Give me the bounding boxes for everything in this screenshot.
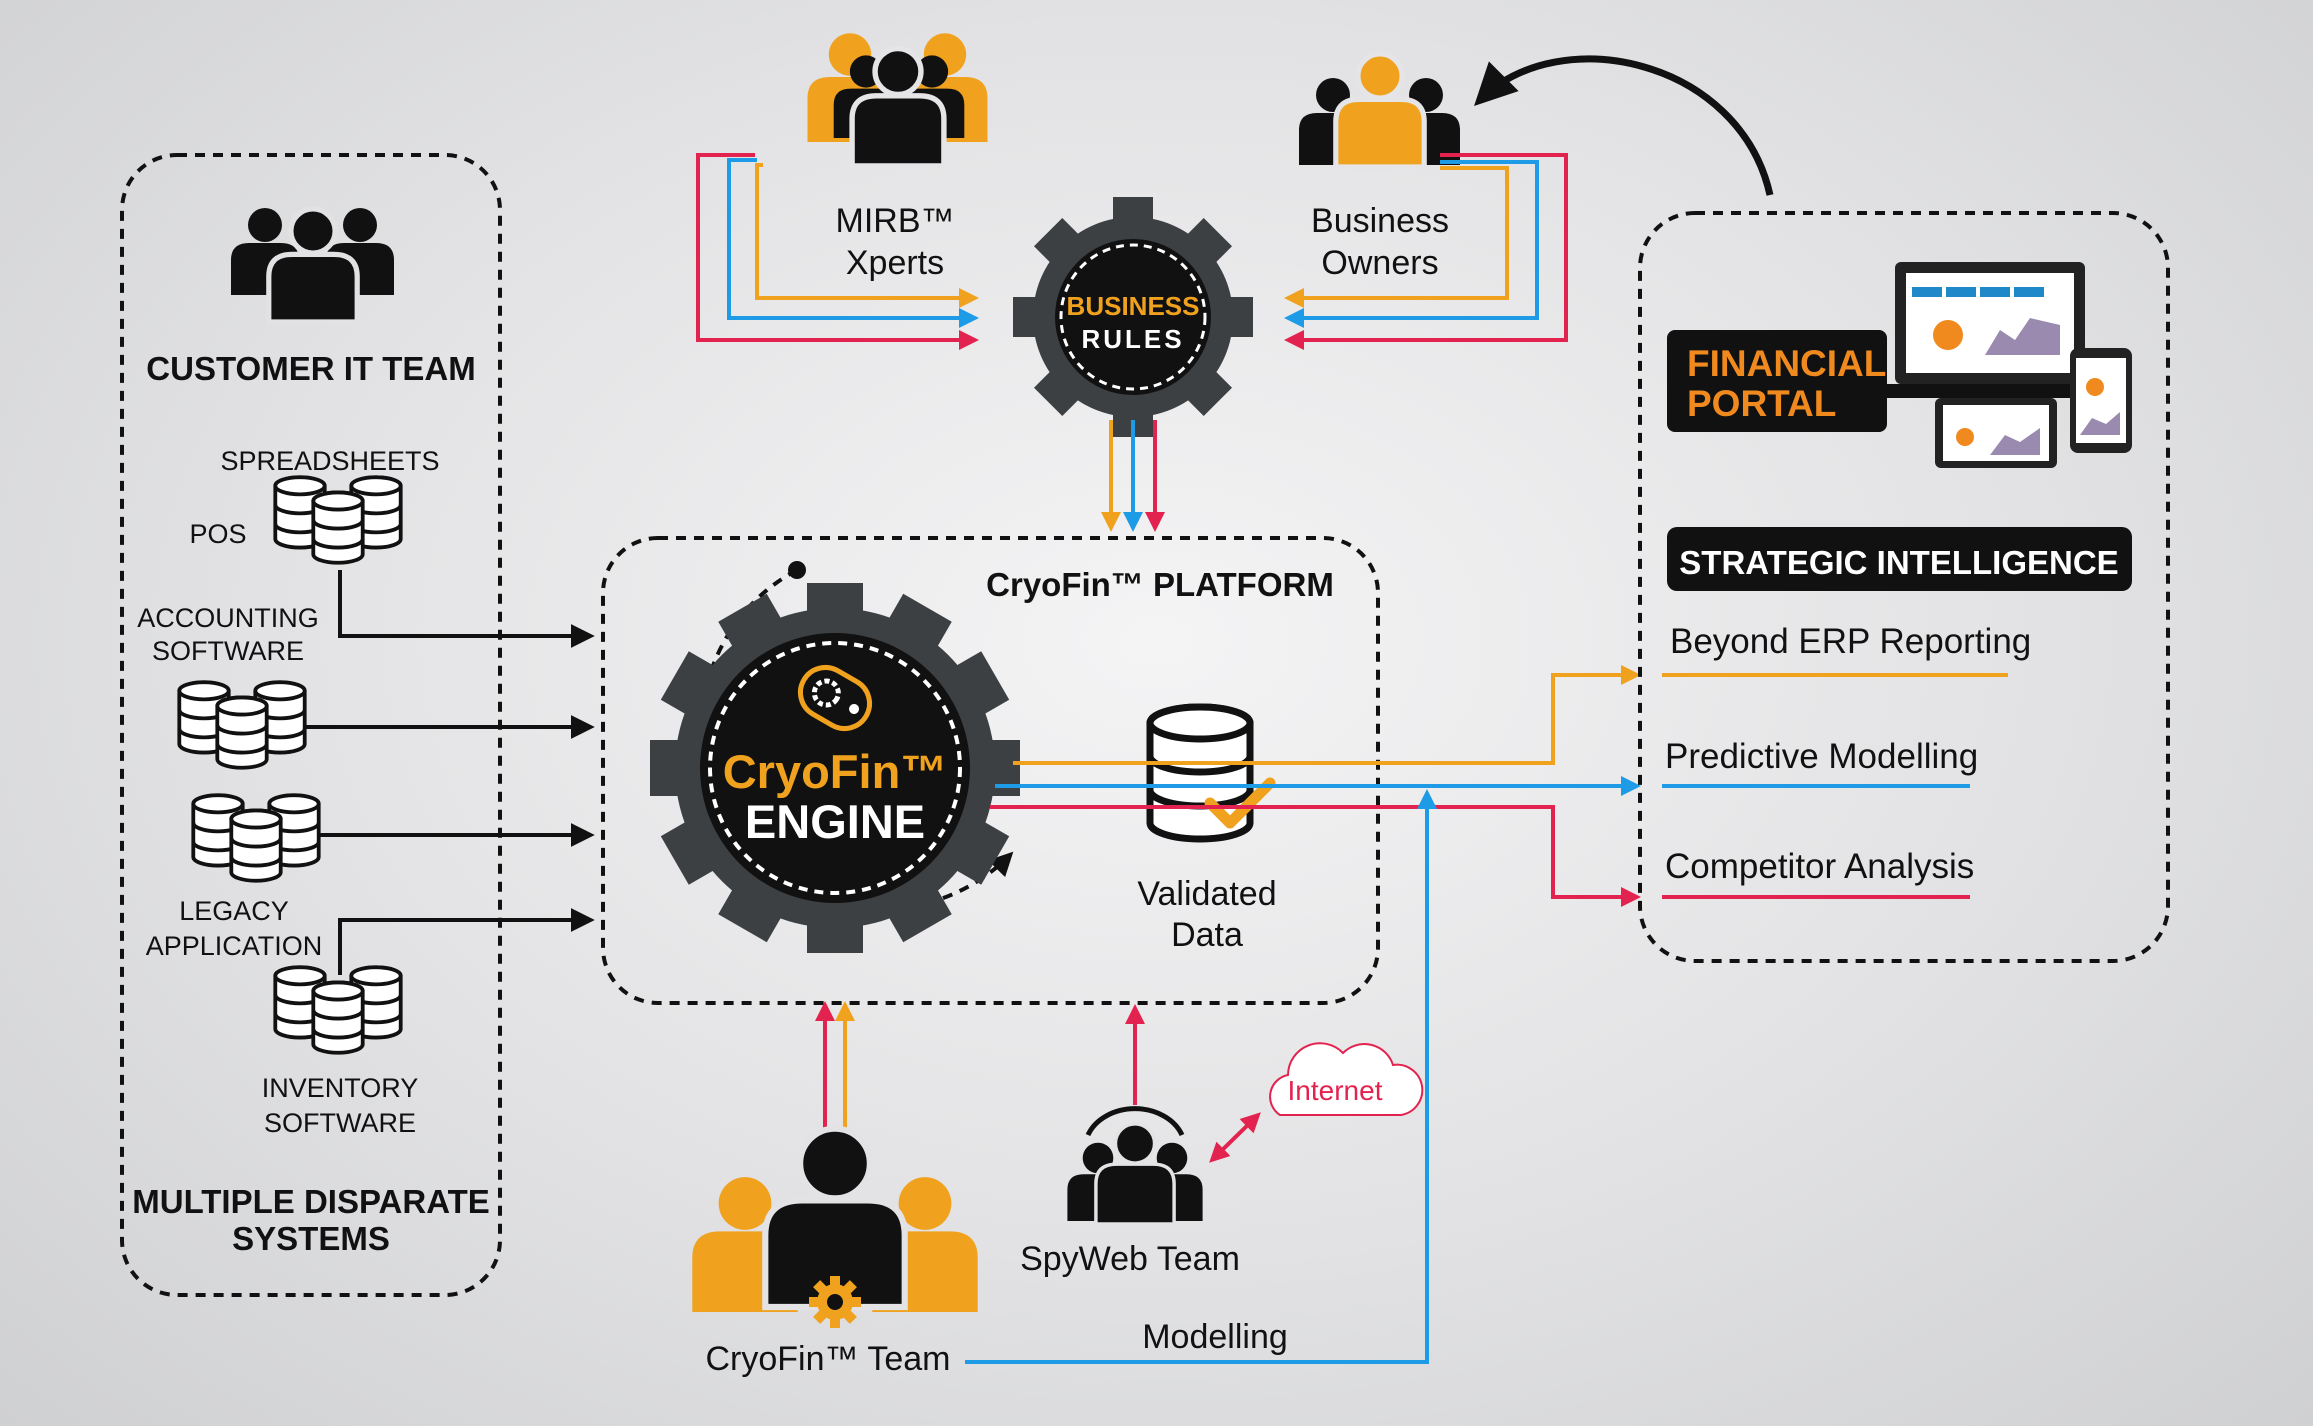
feedback-arrow: [1474, 55, 1774, 196]
left-panel: CUSTOMER IT TEAM SPREADSHEETS POS ACCOUN…: [120, 153, 502, 1297]
rotation-start-dot: [788, 561, 806, 579]
devices-icon: [1868, 262, 2132, 468]
owners-label-1: Business: [1311, 202, 1449, 240]
platform-border: [601, 536, 1380, 1005]
mirb-xperts-icon: [807, 33, 988, 166]
arrow-inventory: [338, 908, 595, 975]
customer-it-team-title: CUSTOMER IT TEAM: [146, 350, 475, 387]
internet-label: Internet: [1288, 1075, 1383, 1106]
business-rules-label-2: RULES: [1081, 324, 1184, 354]
validated-label-1: Validated: [1137, 875, 1276, 913]
mirb-label-1: MIRB™: [836, 202, 955, 240]
inventory-db-icon: [275, 967, 400, 1053]
cryofin-platform: CryoFin™ PLATFORM: [601, 536, 1380, 1005]
financial-portal-label-2: PORTAL: [1687, 383, 1836, 424]
accounting-label-1: ACCOUNTING: [137, 603, 319, 633]
spyweb-team: SpyWeb Team: [1020, 1106, 1240, 1278]
disparate-systems-label-1: MULTIPLE DISPARATE: [132, 1183, 490, 1220]
legacy-label-1: LEGACY: [179, 896, 289, 926]
modelling-line: [965, 789, 1437, 1364]
source-arrows: [305, 570, 595, 975]
spyweb-team-label: SpyWeb Team: [1020, 1240, 1240, 1278]
legacy-db-icon: [193, 795, 318, 881]
engine-gear: CryoFin™ ENGINE: [650, 583, 1020, 953]
accounting-label-2: SOFTWARE: [152, 636, 304, 666]
mirb-loops: [696, 153, 979, 350]
engine-label-2: ENGINE: [745, 795, 925, 848]
mirb-xperts: MIRB™ Xperts: [807, 33, 988, 282]
legacy-label-2: APPLICATION: [146, 931, 323, 961]
validated-label-2: Data: [1171, 916, 1243, 954]
spreadsheets-db-icon: [275, 477, 400, 563]
business-owners: Business Owners: [1299, 54, 1460, 282]
inventory-label-1: INVENTORY: [262, 1073, 419, 1103]
cryofin-team-label: CryoFin™ Team: [706, 1340, 951, 1378]
predictive-modelling-label: Predictive Modelling: [1665, 737, 1978, 776]
internet-cloud-icon: Internet: [1269, 1042, 1424, 1116]
validated-data-icon: [1146, 703, 1276, 843]
engine-gear-badge-icon: [797, 665, 873, 731]
customer-it-team-icon: [231, 208, 394, 322]
business-owners-icon: [1299, 54, 1460, 167]
output-lines: [965, 665, 1641, 1364]
modelling-label: Modelling: [1142, 1318, 1288, 1356]
cryofin-team-gear-icon: [809, 1276, 861, 1328]
right-panel: FINANCIAL PORTAL STRATEGIC INTELLIGENCE …: [1638, 211, 2170, 963]
business-rules-gear: BUSINESS RULES: [1013, 197, 1253, 437]
accounting-db-icon: [179, 682, 304, 768]
strategic-intelligence-badge: [1667, 527, 2132, 591]
engine-label-1: CryoFin™: [723, 745, 948, 798]
spreadsheets-label: SPREADSHEETS: [220, 446, 439, 476]
competitor-analysis-label: Competitor Analysis: [1665, 847, 1974, 886]
owners-loops: [1284, 153, 1568, 350]
platform-title: CryoFin™ PLATFORM: [986, 566, 1334, 603]
mirb-label-2: Xperts: [846, 244, 944, 282]
output-line-erp: [1013, 665, 1641, 765]
cryofin-team: CryoFin™ Team: [692, 1129, 978, 1378]
financial-portal-badge: [1667, 330, 1887, 432]
strategic-intelligence-title: STRATEGIC INTELLIGENCE: [1679, 544, 2118, 581]
disparate-systems-label-2: SYSTEMS: [232, 1220, 390, 1257]
business-rules-label-1: BUSINESS: [1067, 291, 1200, 321]
beyond-erp-label: Beyond ERP Reporting: [1670, 622, 2031, 661]
output-line-competitor: [990, 805, 1641, 907]
inventory-label-2: SOFTWARE: [264, 1108, 416, 1138]
cryofin-team-icon: [692, 1129, 978, 1328]
arrow-spreadsheets: [338, 570, 595, 648]
rules-to-platform-arrows: [1101, 420, 1165, 532]
spyweb-team-icon: [1067, 1106, 1203, 1226]
pos-label: POS: [189, 519, 246, 549]
owners-label-2: Owners: [1321, 244, 1438, 282]
internet-link-arrow: [1209, 1112, 1261, 1163]
financial-portal-label-1: FINANCIAL: [1687, 343, 1886, 384]
